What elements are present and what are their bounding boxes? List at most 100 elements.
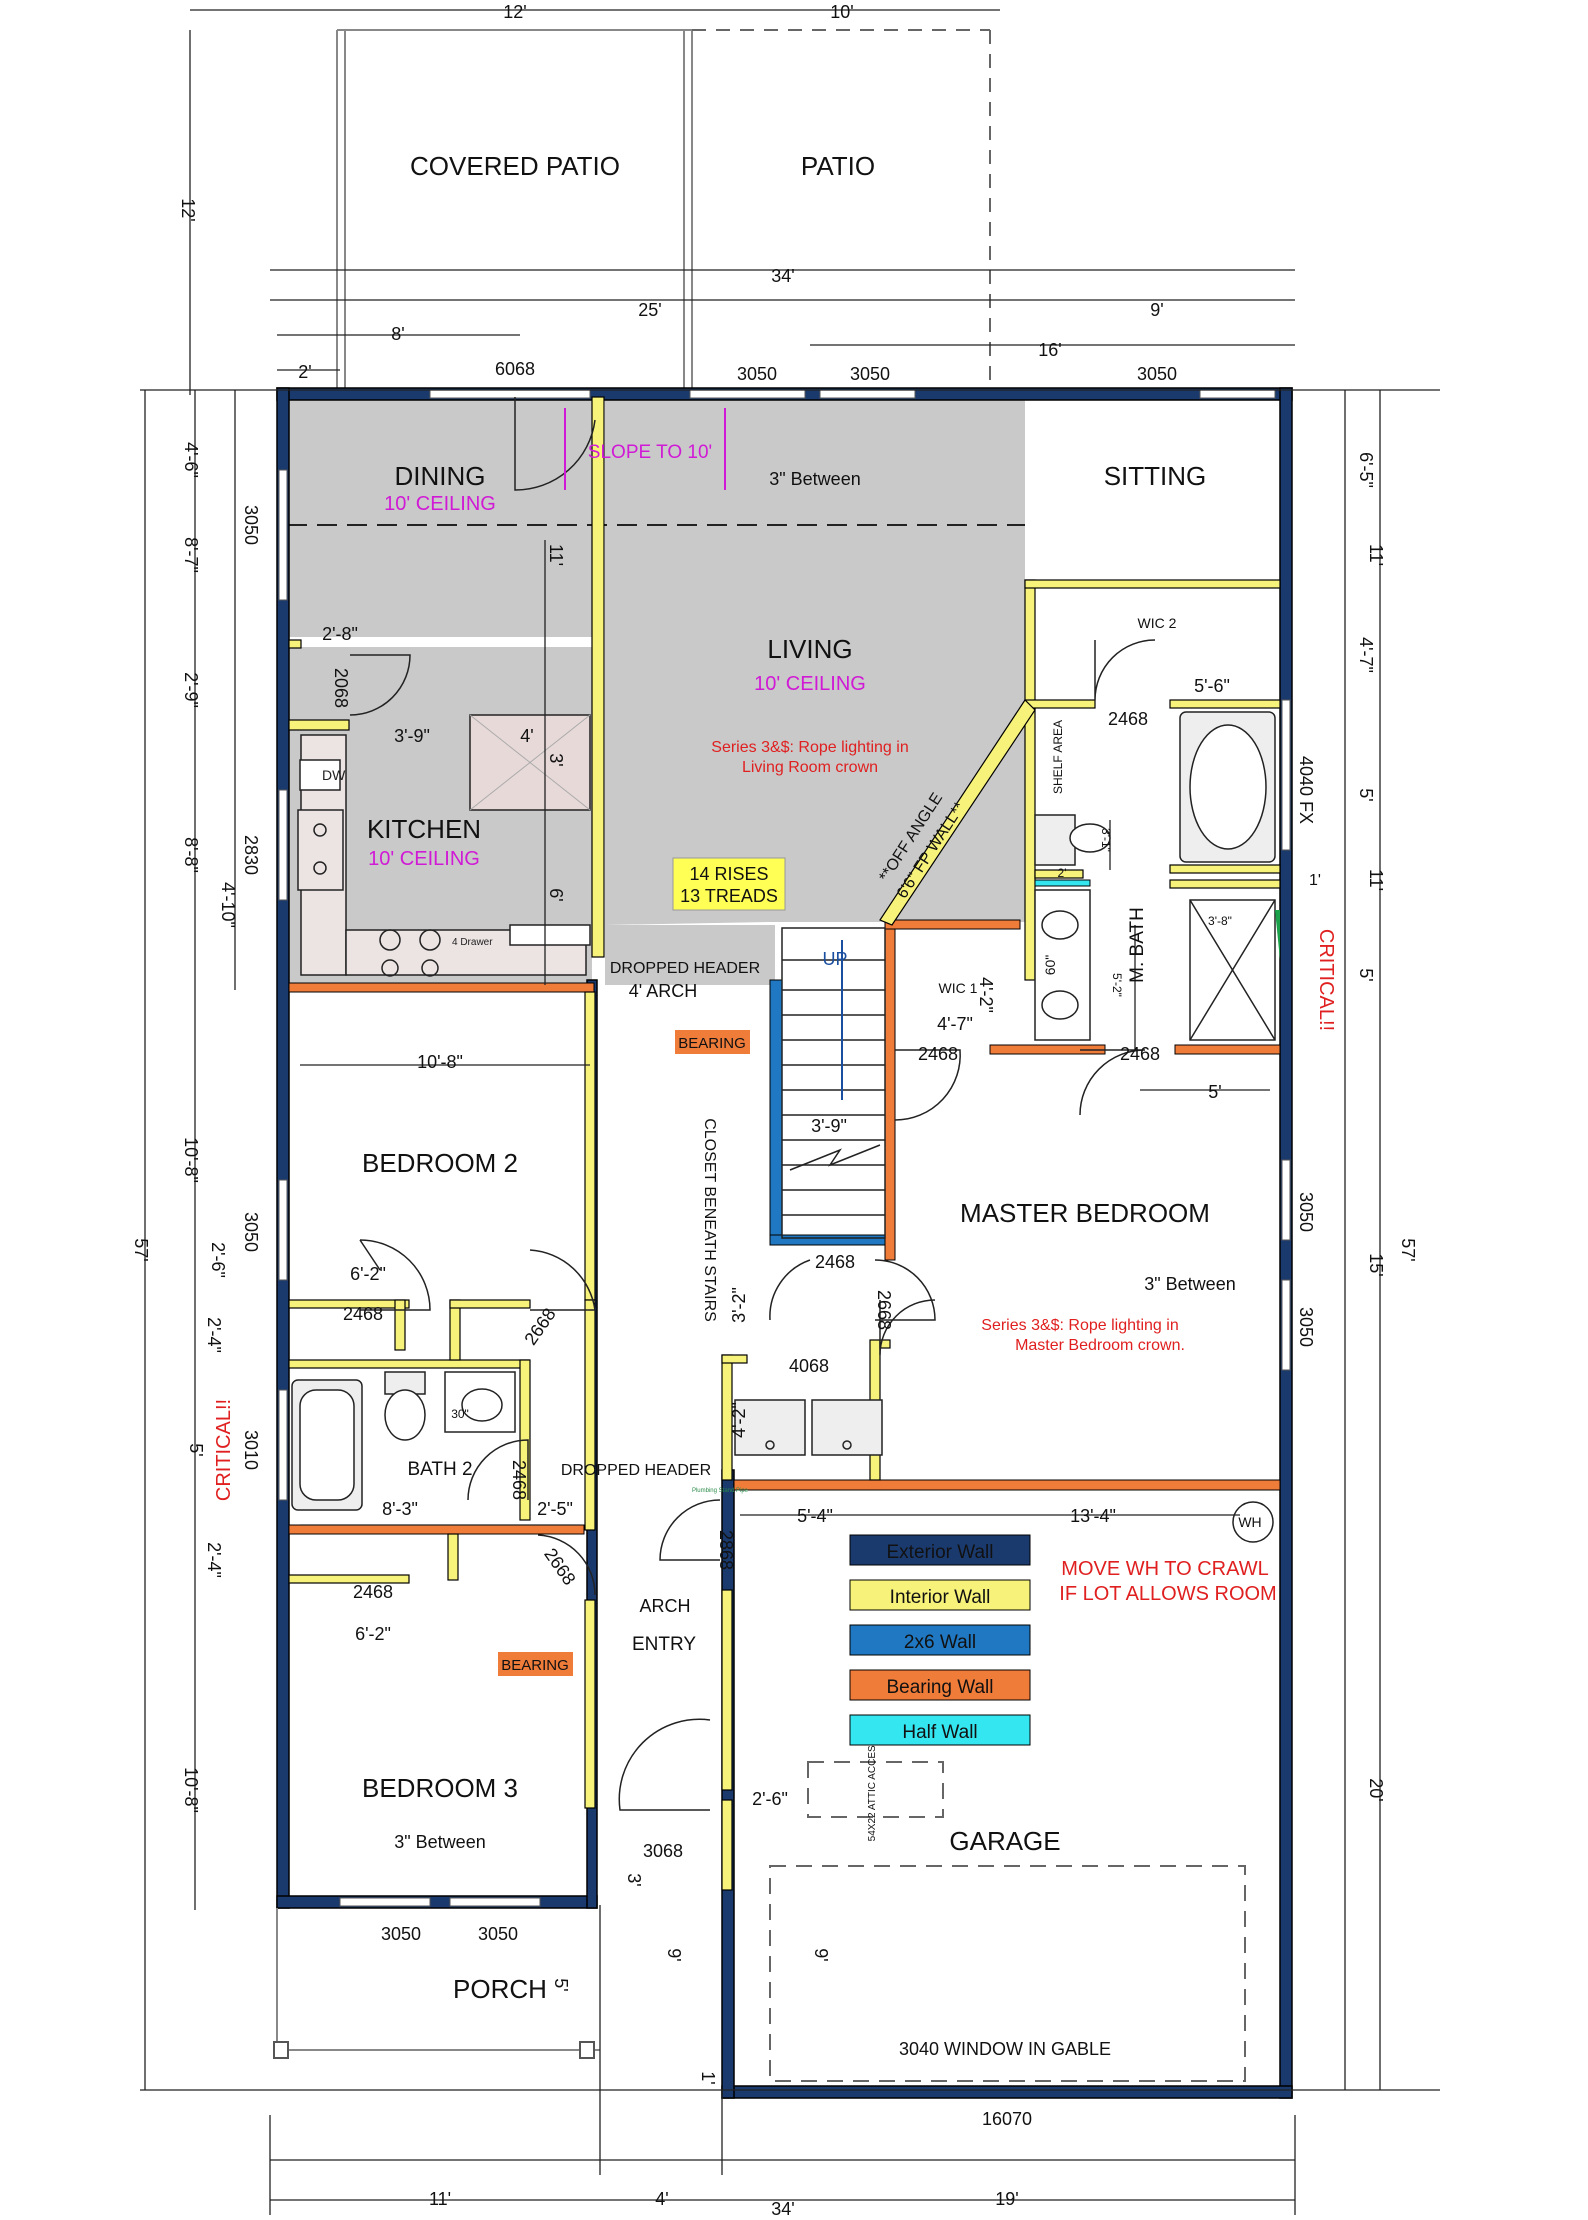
misc-notes: DROPPED HEADER 4' ARCH DROPPED HEADER AR… bbox=[394, 469, 1261, 2059]
svg-text:3" Between: 3" Between bbox=[394, 1832, 485, 1852]
svg-text:2668: 2668 bbox=[520, 1304, 559, 1348]
critical-note-mbath: CRITICAL!! bbox=[1315, 929, 1337, 1031]
svg-text:3" Between: 3" Between bbox=[769, 469, 860, 489]
svg-text:11': 11' bbox=[1366, 869, 1386, 891]
fx-window-label: 4040 FX bbox=[1296, 756, 1316, 824]
svg-text:3050: 3050 bbox=[241, 1212, 261, 1252]
svg-text:3050: 3050 bbox=[381, 1924, 421, 1944]
porch-label: PORCH bbox=[453, 1974, 547, 2004]
svg-text:10' CEILING: 10' CEILING bbox=[384, 493, 496, 515]
garage-door bbox=[769, 1761, 1246, 2082]
svg-text:3050: 3050 bbox=[241, 505, 261, 545]
mbath-label: M. BATH bbox=[1127, 907, 1148, 983]
svg-text:1': 1' bbox=[698, 2071, 718, 2084]
svg-text:4': 4' bbox=[655, 2189, 668, 2209]
svg-text:MOVE WH TO CRAWL: MOVE WH TO CRAWL bbox=[1061, 1558, 1268, 1580]
svg-text:12': 12' bbox=[178, 198, 198, 221]
critical-note-bath2: CRITICAL!! bbox=[213, 1399, 235, 1501]
svg-text:Series 3&$: Rope lighting in: Series 3&$: Rope lighting in bbox=[711, 739, 908, 756]
patio-area bbox=[336, 29, 991, 392]
svg-text:4'-2": 4'-2" bbox=[729, 1402, 749, 1438]
svg-text:12': 12' bbox=[503, 2, 526, 22]
legend-2x6: 2x6 Wall bbox=[904, 1632, 976, 1653]
svg-text:6': 6' bbox=[546, 888, 566, 901]
svg-text:3': 3' bbox=[624, 1873, 644, 1886]
svg-text:4': 4' bbox=[520, 726, 533, 746]
svg-text:11': 11' bbox=[1366, 544, 1386, 566]
svg-text:3050: 3050 bbox=[1296, 1192, 1316, 1232]
bearing-tags: BEARING BEARING bbox=[498, 1030, 750, 1676]
svg-text:5'-2": 5'-2" bbox=[1110, 973, 1124, 997]
svg-text:16070: 16070 bbox=[982, 2109, 1032, 2129]
living-label: LIVING bbox=[767, 634, 852, 664]
svg-text:3040 WINDOW IN GABLE: 3040 WINDOW IN GABLE bbox=[899, 2039, 1111, 2059]
porch bbox=[273, 1908, 600, 2059]
critical-marker bbox=[1275, 910, 1280, 960]
svg-text:3'-1": 3'-1" bbox=[1099, 828, 1113, 852]
svg-text:11': 11' bbox=[429, 2189, 451, 2209]
svg-text:Master Bedroom crown.: Master Bedroom crown. bbox=[1015, 1337, 1185, 1354]
bedroom3-label: BEDROOM 3 bbox=[362, 1773, 518, 1803]
svg-text:10' CEILING: 10' CEILING bbox=[368, 848, 480, 870]
svg-text:2468: 2468 bbox=[343, 1304, 383, 1324]
svg-text:19': 19' bbox=[995, 2189, 1018, 2209]
svg-text:3010: 3010 bbox=[241, 1430, 261, 1470]
small-room-labels: BATH 2 ENTRY WIC 1 WIC 2 bbox=[407, 615, 1176, 1655]
svg-text:60": 60" bbox=[1042, 955, 1058, 976]
svg-text:3'-2": 3'-2" bbox=[729, 1287, 749, 1323]
svg-text:IF LOT ALLOWS ROOM: IF LOT ALLOWS ROOM bbox=[1059, 1583, 1276, 1605]
half-wall bbox=[1034, 879, 1091, 887]
svg-text:3050: 3050 bbox=[850, 364, 890, 384]
svg-text:2'-4": 2'-4" bbox=[204, 1317, 224, 1353]
svg-text:6'-2": 6'-2" bbox=[350, 1264, 386, 1284]
svg-text:6'-5": 6'-5" bbox=[1356, 452, 1376, 488]
svg-text:5': 5' bbox=[551, 1978, 571, 1991]
svg-text:34': 34' bbox=[771, 2199, 794, 2219]
covered-patio-label: COVERED PATIO bbox=[410, 151, 620, 181]
svg-text:2'-8": 2'-8" bbox=[322, 624, 358, 644]
svg-text:2': 2' bbox=[1058, 866, 1067, 880]
svg-text:10'-8": 10'-8" bbox=[181, 1767, 201, 1813]
svg-text:DROPPED HEADER: DROPPED HEADER bbox=[561, 1462, 711, 1479]
laundry-fixtures bbox=[734, 1399, 883, 1456]
svg-text:2868: 2868 bbox=[716, 1530, 736, 1570]
svg-text:9': 9' bbox=[1150, 300, 1163, 320]
closet-stairs-note: CLOSET BENEATH STAIRS bbox=[701, 1118, 718, 1322]
svg-text:34': 34' bbox=[771, 266, 794, 286]
windows bbox=[278, 389, 1291, 1907]
wall-legend: Exterior Wall Interior Wall 2x6 Wall Bea… bbox=[849, 1534, 1031, 1746]
bath2-fixtures bbox=[291, 1371, 516, 1511]
legend-half: Half Wall bbox=[902, 1722, 977, 1743]
svg-text:Plumbing Stand Pipe: Plumbing Stand Pipe bbox=[692, 1488, 749, 1494]
svg-text:2468: 2468 bbox=[509, 1460, 529, 1500]
svg-text:3050: 3050 bbox=[1137, 364, 1177, 384]
bath2-label: BATH 2 bbox=[407, 1459, 472, 1480]
svg-text:BEARING: BEARING bbox=[501, 1657, 569, 1674]
water-heater-icon bbox=[1232, 1501, 1274, 1543]
svg-text:10'-8": 10'-8" bbox=[181, 1137, 201, 1183]
notes-red: Series 3&$: Rope lighting in Living Room… bbox=[711, 739, 1276, 1605]
svg-text:3'-9": 3'-9" bbox=[394, 726, 430, 746]
svg-text:2668: 2668 bbox=[874, 1290, 894, 1330]
svg-text:8': 8' bbox=[391, 324, 404, 344]
sitting-label: SITTING bbox=[1104, 461, 1207, 491]
svg-text:5'-6": 5'-6" bbox=[1194, 676, 1230, 696]
svg-text:Series 3&$: Rope lighting in: Series 3&$: Rope lighting in bbox=[981, 1317, 1178, 1334]
svg-text:Living Room crown: Living Room crown bbox=[742, 759, 878, 776]
stairs bbox=[781, 927, 886, 1239]
kitchen-label: KITCHEN bbox=[367, 814, 481, 844]
svg-text:6'-2": 6'-2" bbox=[355, 1624, 391, 1644]
svg-text:5': 5' bbox=[1356, 968, 1376, 981]
svg-text:2'-9": 2'-9" bbox=[181, 672, 201, 708]
svg-text:4' ARCH: 4' ARCH bbox=[629, 981, 697, 1001]
svg-text:5': 5' bbox=[186, 1443, 206, 1456]
dimension-labels: 12' 10' 34' 25' 9' 8' 16' 2' 2'-8" 3'-9"… bbox=[298, 2, 1321, 2219]
svg-text:SLOPE TO 10': SLOPE TO 10' bbox=[588, 442, 712, 463]
svg-text:4'-7": 4'-7" bbox=[937, 1014, 973, 1034]
svg-text:9': 9' bbox=[811, 1948, 831, 1961]
svg-text:10' CEILING: 10' CEILING bbox=[754, 673, 866, 695]
svg-text:6068: 6068 bbox=[495, 359, 535, 379]
svg-text:20': 20' bbox=[1366, 1778, 1386, 1801]
svg-text:15': 15' bbox=[1366, 1253, 1386, 1276]
